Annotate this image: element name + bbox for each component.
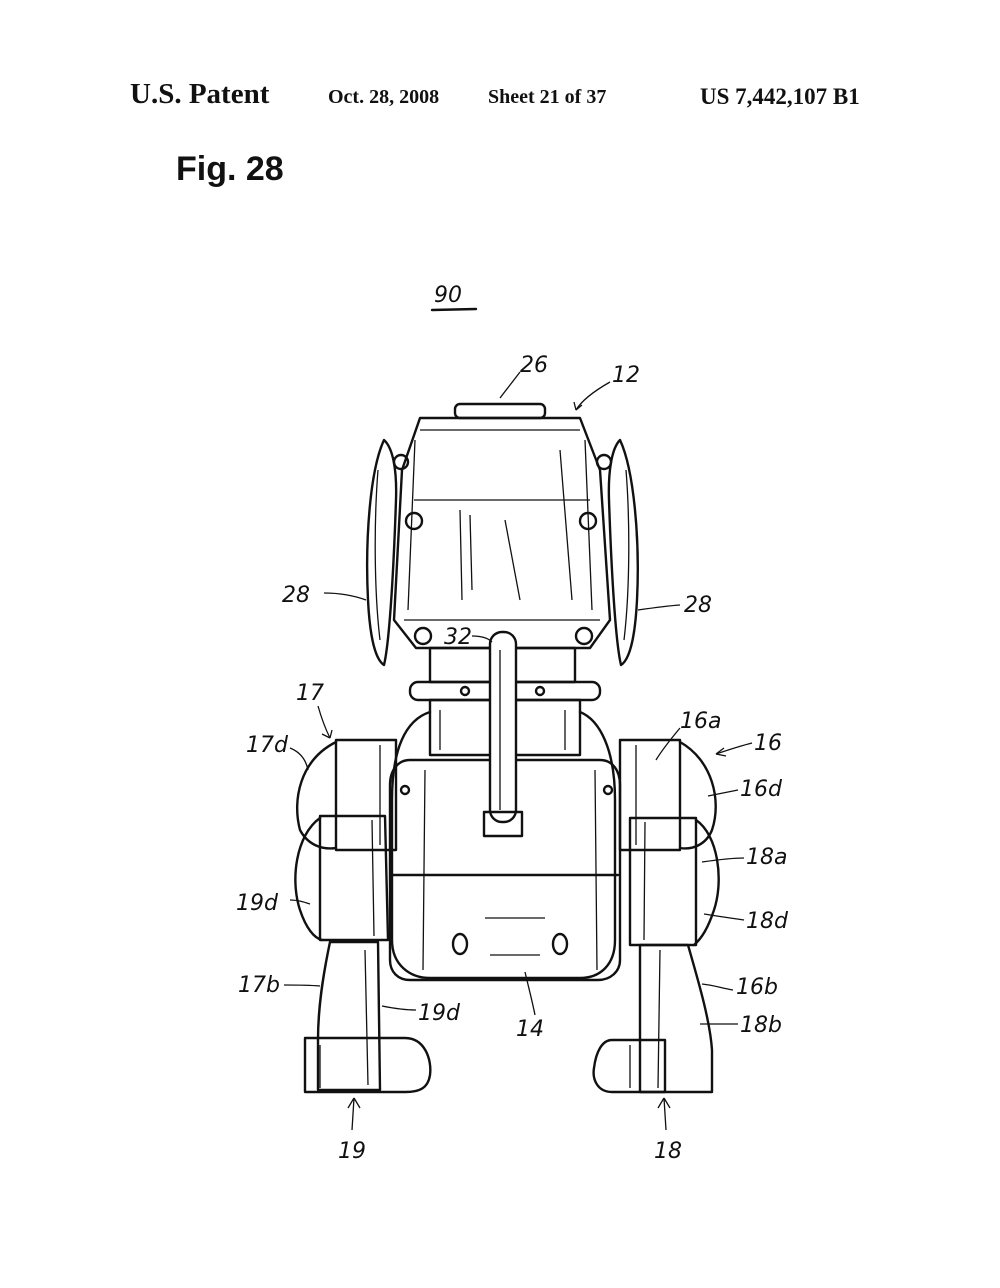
figure-title: Fig. 28 — [176, 150, 284, 188]
right-ear — [607, 438, 639, 667]
left-ear — [365, 438, 398, 667]
label-16a: 16a — [680, 709, 721, 734]
label-18a: 18a — [746, 845, 787, 870]
sheet-number: Sheet 21 of 37 — [488, 86, 607, 108]
label-16d: 16d — [740, 777, 783, 802]
label-28-left: 28 — [282, 583, 310, 608]
head — [392, 402, 612, 650]
label-17: 17 — [296, 681, 324, 706]
label-18: 18 — [654, 1139, 682, 1164]
label-18b: 18b — [740, 1013, 782, 1038]
patent-number: US 7,442,107 B1 — [700, 84, 860, 109]
label-14: 14 — [516, 1017, 544, 1042]
label-28-right: 28 — [684, 593, 712, 618]
label-12: 12 — [612, 363, 640, 388]
label-32: 32 — [444, 625, 472, 650]
label-16: 16 — [754, 731, 782, 756]
tail-antenna — [482, 630, 524, 838]
left-rear-leg — [294, 814, 432, 1094]
label-16b: 16b — [736, 975, 778, 1000]
label-18d: 18d — [746, 909, 789, 934]
right-front-leg — [618, 738, 717, 852]
reference-numeral: 90 — [434, 283, 462, 308]
label-26: 26 — [520, 353, 548, 378]
left-front-leg — [296, 738, 398, 852]
label-17d: 17d — [246, 733, 289, 758]
label-17b: 17b — [238, 973, 280, 998]
patent-date: Oct. 28, 2008 — [328, 86, 440, 108]
right-rear-leg — [592, 816, 720, 1094]
label-19d-lower: 19d — [418, 1001, 461, 1026]
left-ear-joint — [392, 453, 410, 471]
label-19: 19 — [338, 1139, 366, 1164]
patent-brand: U.S. Patent — [130, 78, 270, 110]
reference-underline — [430, 307, 478, 312]
label-19d-left: 19d — [236, 891, 279, 916]
leader-lines — [283, 371, 753, 1131]
